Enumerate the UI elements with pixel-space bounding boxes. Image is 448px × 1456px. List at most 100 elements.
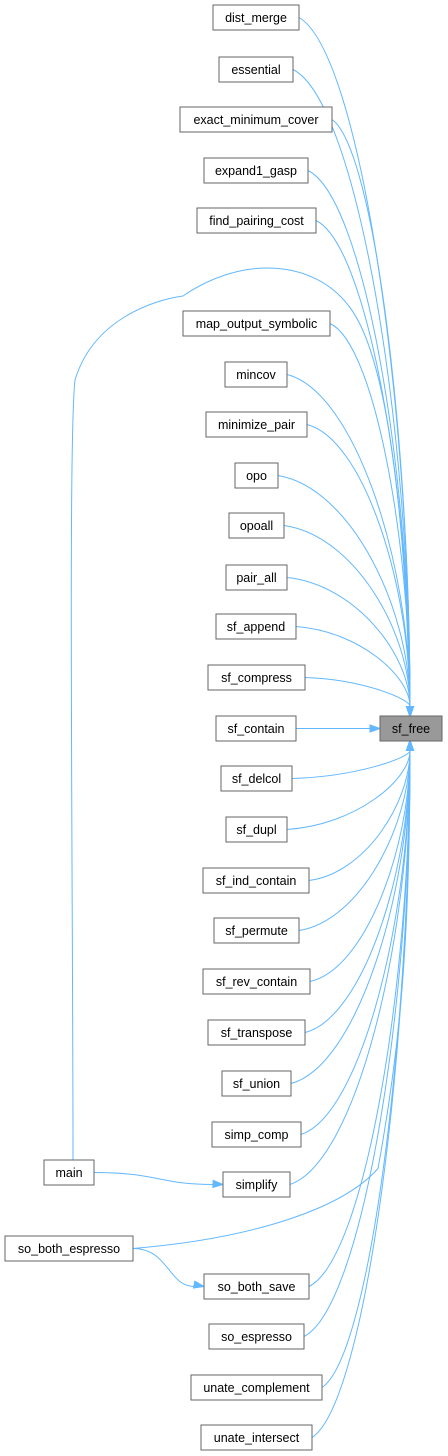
node-label: sf_delcol [232,772,281,786]
node-box [202,867,310,894]
node-label: expand1_gasp [215,164,297,178]
node-label: essential [231,63,280,77]
node-label: sf_ind_contain [216,874,297,888]
node-sf-contain[interactable]: sf_contain [215,715,297,742]
node-sf-delcol[interactable]: sf_delcol [220,765,293,792]
edge-sf_transpose-to-sf_free [304,750,411,1033]
edge-essential-to-sf_free [292,69,411,707]
node-sf-ind-contain[interactable]: sf_ind_contain [202,867,310,894]
node-label: pair_all [236,571,276,585]
node-main[interactable]: main [43,1159,95,1186]
edge-unate_intersect-to-sf_free-arrowhead [405,738,415,751]
node-label: map_output_symbolic [196,317,318,331]
node-map-output-symbolic[interactable]: map_output_symbolic [182,310,331,337]
node-box [207,1019,306,1046]
node-label: dist_merge [225,11,287,25]
node-box [207,664,306,691]
node-box [222,1171,291,1198]
node-label: sf_transpose [221,1026,293,1040]
node-sf-free[interactable]: sf_free [379,715,443,742]
edge-sf_compress-to-sf_free-arrowhead [405,706,415,719]
node-box [221,1070,292,1097]
node-box [179,106,333,133]
node-so-both-espresso[interactable]: so_both_espresso [4,1235,134,1262]
node-box [225,816,288,843]
edge-simp_comp-to-sf_free [300,750,411,1135]
node-sf-compress[interactable]: sf_compress [207,664,306,691]
node-box [224,361,288,388]
node-box [200,1424,313,1451]
edge-map_output_symbolic-to-sf_free [329,323,411,707]
node-so-espresso[interactable]: so_espresso [208,1323,305,1350]
edge-so_both_espresso-to-so_both_save-arrowhead [192,1280,206,1289]
node-label: minimize_pair [218,418,295,432]
edge-sf_permute-to-sf_free [298,750,411,931]
edge-unate_complement-to-sf_free [321,750,411,1388]
node-label: mincov [236,368,276,382]
node-box [218,56,294,83]
node-box [190,1374,323,1401]
edge-sf_rev_contain-to-sf_free [309,750,411,982]
edge-sf_union-to-sf_free [290,750,411,1084]
node-pair-all[interactable]: pair_all [225,564,288,591]
node-minimize-pair[interactable]: minimize_pair [205,411,308,438]
node-label: unate_intersect [214,1431,300,1445]
node-find-pairing-cost[interactable]: find_pairing_cost [196,207,317,234]
edge-so_both_save-to-sf_free [308,750,411,1287]
node-opo[interactable]: opo [234,462,279,489]
edge-sf_delcol-to-sf_free [291,750,411,779]
node-box [211,1121,302,1148]
node-label: opo [246,469,267,483]
node-sf-permute[interactable]: sf_permute [213,917,300,944]
node-so-both-save[interactable]: so_both_save [203,1273,310,1300]
node-box [215,715,297,742]
node-layer: dist_merge essential exact_minimum_coverex… [4,4,443,1451]
node-box [234,462,279,489]
edge-main-to-simplify-arrowhead [212,1179,225,1189]
edge-main-to-simplify [93,1172,214,1185]
edge-expand1_gasp-to-sf_free [307,170,411,707]
node-sf-append[interactable]: sf_append [215,613,297,640]
edge-sf_ind_contain-to-sf_free [308,750,411,881]
node-label: sf_append [227,620,285,634]
node-expand1-gasp[interactable]: expand1_gasp [203,157,309,184]
edge-mincov-to-sf_free [286,374,411,707]
node-box [202,968,311,995]
edge-opoall-to-sf_free [283,525,411,707]
edge-sf_dupl-to-sf_free [286,750,411,830]
edge-simplify-to-sf_free [289,750,411,1185]
node-box [182,310,331,337]
node-box [43,1159,95,1186]
node-sf-transpose[interactable]: sf_transpose [207,1019,306,1046]
edge-exact_minimum_cover-to-sf_free [331,119,411,707]
node-simplify[interactable]: simplify [222,1171,291,1198]
edge-sf_compress-to-sf_free [304,677,411,707]
node-label: so_espresso [221,1330,292,1344]
node-sf-union[interactable]: sf_union [221,1070,292,1097]
node-simp-comp[interactable]: simp_comp [211,1121,302,1148]
node-label: sf_rev_contain [216,975,297,989]
node-box [215,613,297,640]
node-dist-merge[interactable]: dist_merge [212,4,300,31]
node-label: main [55,1166,82,1180]
node-box [205,411,308,438]
node-unate-intersect[interactable]: unate_intersect [200,1424,313,1451]
edge-so_both_espresso-to-so_both_save [132,1248,195,1287]
node-label: sf_compress [221,671,292,685]
node-unate-complement[interactable]: unate_complement [190,1374,323,1401]
node-label: simplify [236,1178,278,1192]
node-exact-minimum-cover[interactable]: exact_minimum_cover [179,106,333,133]
node-label: so_both_espresso [18,1242,120,1256]
node-essential[interactable]: essential [218,56,294,83]
node-sf-dupl[interactable]: sf_dupl [225,816,288,843]
node-opoall[interactable]: opoall [228,512,285,539]
node-box [225,564,288,591]
edge-sf_contain-to-sf_free-arrowhead [369,724,382,733]
node-box [228,512,285,539]
node-sf-rev-contain[interactable]: sf_rev_contain [202,968,311,995]
node-label: sf_contain [228,722,285,736]
node-box [4,1235,134,1262]
edge-so_both_espresso-to-sf_free [132,750,411,1249]
node-label: opoall [240,519,273,533]
node-mincov[interactable]: mincov [224,361,288,388]
